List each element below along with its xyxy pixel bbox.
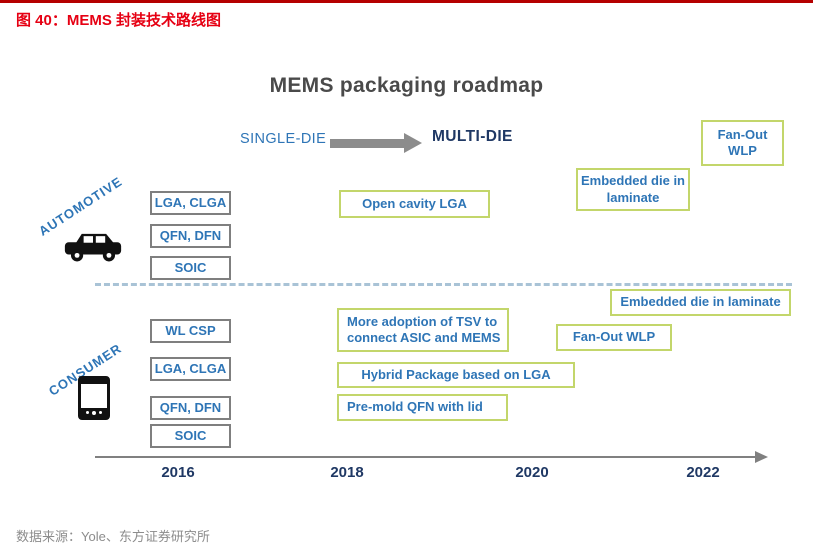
top-divider: [0, 0, 813, 3]
right-block-arrow-icon: [330, 133, 422, 153]
auto-future-box: Embedded die in laminate: [576, 168, 690, 211]
consumer-legacy-box: QFN, DFN: [150, 396, 231, 420]
car-icon: [64, 233, 122, 262]
auto-legacy-box: QFN, DFN: [150, 224, 231, 248]
timeline-axis: [95, 456, 755, 458]
phone-dot: [99, 411, 102, 414]
multi-die-label: MULTI-DIE: [432, 128, 513, 145]
lane-divider: [95, 283, 792, 286]
consumer-future-box: Pre-mold QFN with lid: [337, 394, 508, 421]
consumer-future-box: More adoption of TSV to connect ASIC and…: [337, 308, 509, 352]
phone-top-bar: [81, 379, 107, 384]
consumer-future-box: Hybrid Package based on LGA: [337, 362, 575, 388]
year-tick: 2018: [330, 464, 364, 481]
data-source-note: 数据来源：Yole、东方证券研究所: [16, 529, 210, 544]
year-tick: 2022: [686, 464, 720, 481]
phone-dot: [86, 411, 89, 414]
auto-future-box: Fan-Out WLP: [701, 120, 784, 166]
auto-future-box: Open cavity LGA: [339, 190, 490, 218]
consumer-future-box: Fan-Out WLP: [556, 324, 672, 351]
auto-legacy-box: SOIC: [150, 256, 231, 280]
single-die-label: SINGLE-DIE: [240, 131, 327, 147]
year-tick: 2016: [161, 464, 195, 481]
chart-title: MEMS packaging roadmap: [269, 74, 544, 97]
arrow-head: [404, 133, 422, 153]
arrow-shaft: [330, 138, 404, 148]
consumer-legacy-box: SOIC: [150, 424, 231, 448]
consumer-legacy-box: WL CSP: [150, 319, 231, 343]
auto-legacy-box: LGA, CLGA: [150, 191, 231, 215]
timeline-arrow-head-icon: [755, 451, 768, 463]
consumer-future-box: Embedded die in laminate: [610, 289, 791, 316]
smartphone-icon: [78, 376, 110, 420]
consumer-legacy-box: LGA, CLGA: [150, 357, 231, 381]
phone-dot: [92, 410, 96, 415]
phone-bottom-bar: [81, 408, 107, 417]
year-tick: 2020: [515, 464, 549, 481]
figure-caption: 图 40：MEMS 封装技术路线图: [16, 12, 222, 29]
